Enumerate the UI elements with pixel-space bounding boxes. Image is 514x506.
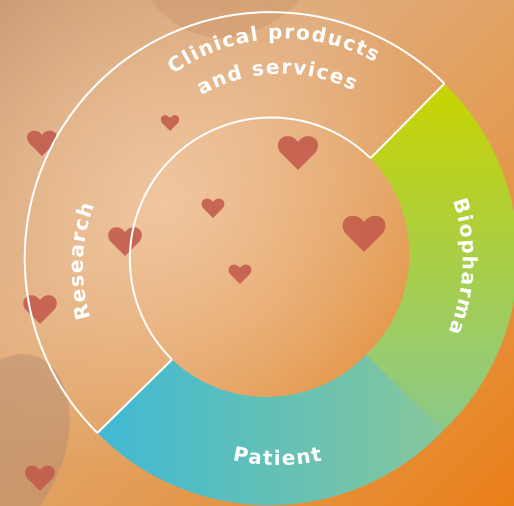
heart-icon	[160, 115, 180, 131]
ring-outline	[23, 11, 446, 434]
patient-label: Patient	[231, 441, 323, 470]
ring-outer-outline	[23, 11, 446, 434]
segment-label-patient: Patient	[231, 441, 324, 470]
heart-icon	[25, 465, 55, 491]
background-fabric-fold	[150, 0, 300, 38]
heart-icon	[23, 295, 57, 324]
divider-clinical-biopharma	[369, 82, 446, 159]
ring-inner-outline	[128, 116, 372, 361]
heart-icon	[27, 130, 57, 156]
heart-icon	[108, 227, 142, 256]
heart-icon	[277, 136, 319, 170]
heart-icon	[342, 215, 386, 252]
heart-icon	[228, 264, 252, 284]
heart-icon	[201, 198, 225, 218]
hearts-pattern	[23, 115, 386, 491]
segment-patient	[97, 354, 444, 506]
segment-biopharma	[365, 83, 514, 431]
divider-patient-research	[96, 358, 173, 434]
